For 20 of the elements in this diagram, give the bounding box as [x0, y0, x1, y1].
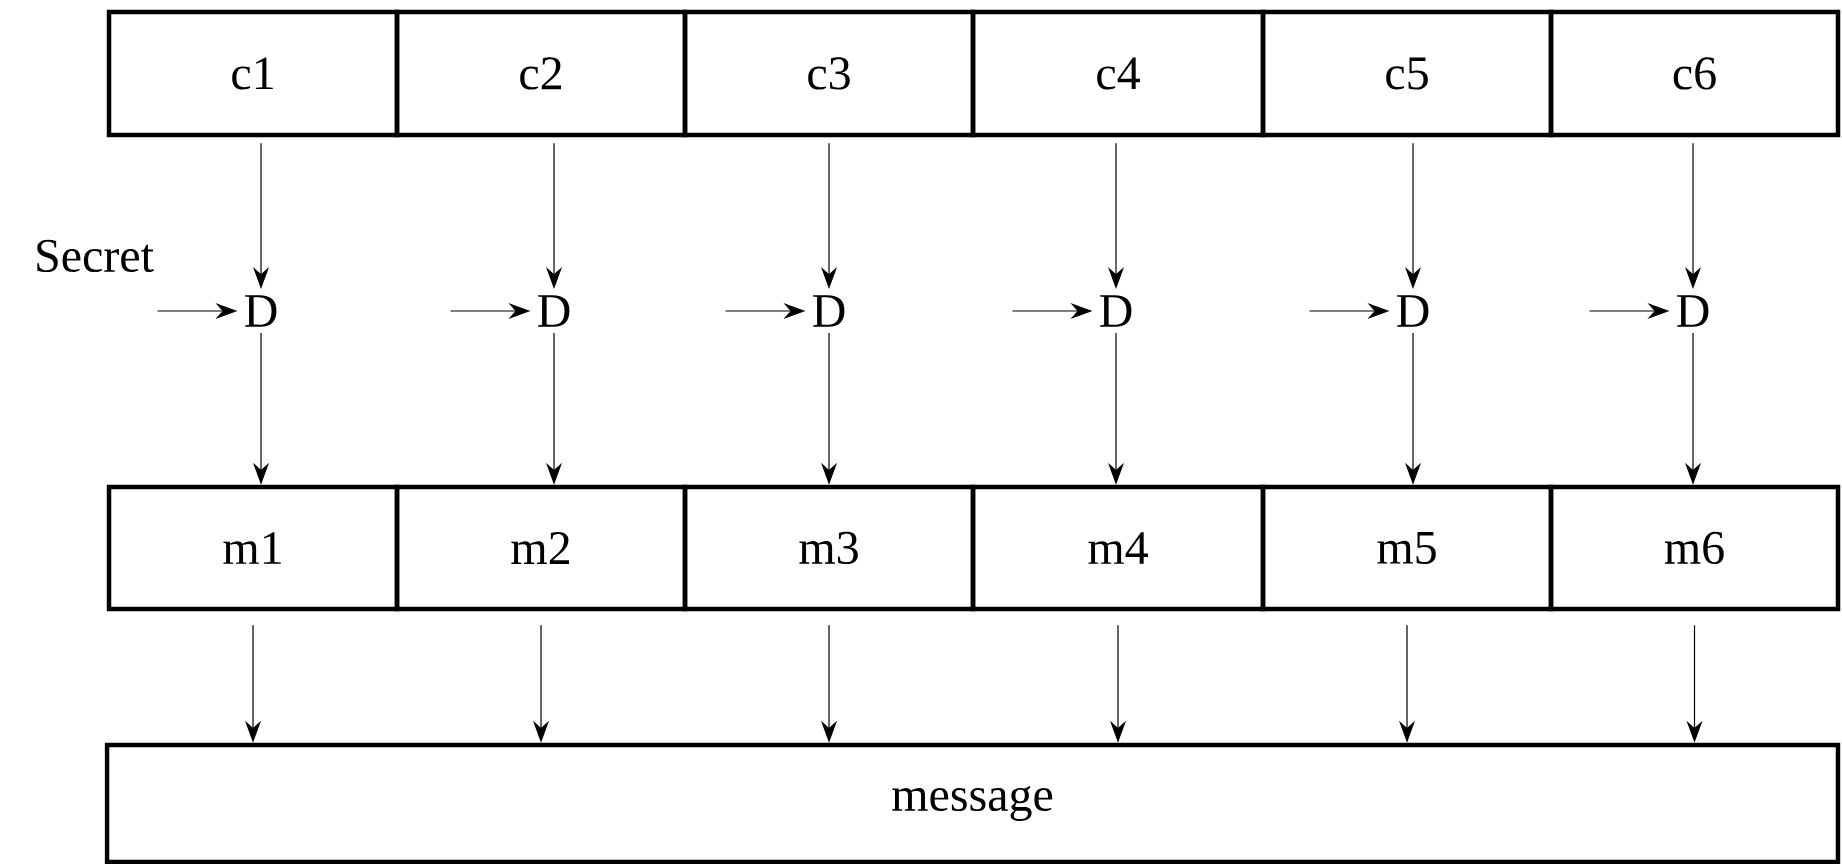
decrypt-label: D	[245, 295, 277, 327]
cell: c1	[106, 9, 400, 138]
cell: c3	[682, 9, 976, 138]
cell: c6	[1548, 9, 1841, 138]
cell: m1	[106, 484, 400, 612]
cell: message	[104, 742, 1841, 864]
decrypt-label: D	[1100, 295, 1132, 327]
cell: m4	[970, 484, 1266, 612]
cell: m2	[394, 484, 688, 612]
cell: c5	[1260, 9, 1554, 138]
cell: c2	[394, 9, 688, 138]
cell: m5	[1260, 484, 1554, 612]
decrypt-label: D	[813, 295, 845, 327]
decrypt-label: D	[538, 295, 570, 327]
decrypt-label: D	[1677, 295, 1709, 327]
cell: c4	[970, 9, 1266, 138]
cell: m6	[1548, 484, 1841, 612]
side-label: Secret	[37, 239, 154, 273]
decrypt-label: D	[1397, 295, 1429, 327]
cell: m3	[682, 484, 976, 612]
